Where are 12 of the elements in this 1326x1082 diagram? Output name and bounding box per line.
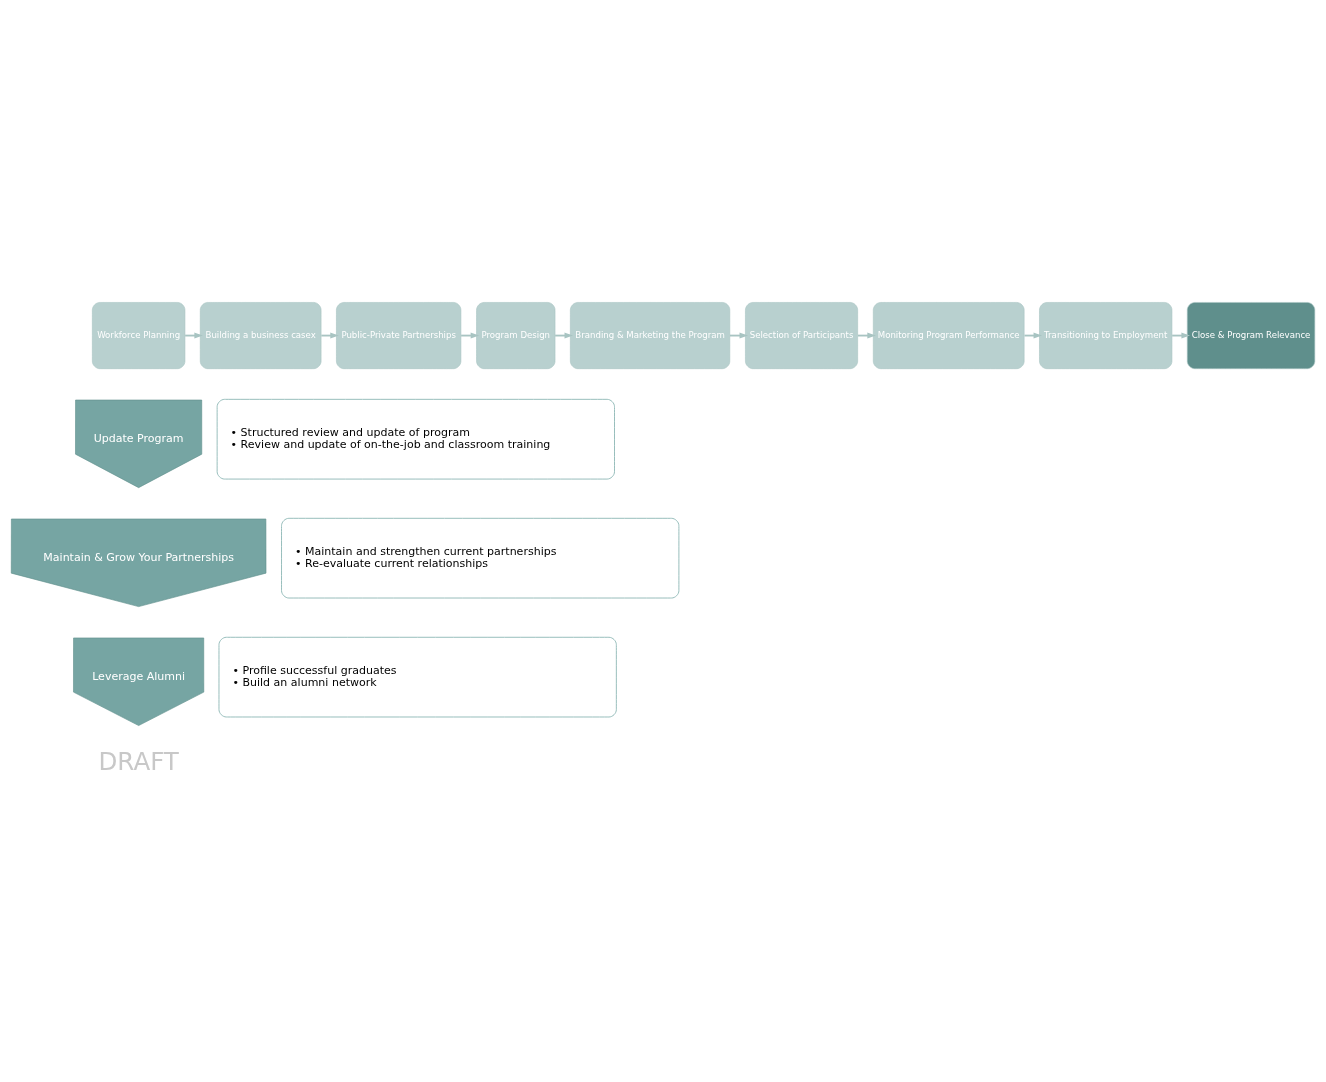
node-box: Transitioning to Employment bbox=[1039, 302, 1173, 369]
node-box: Public-Private Partnerships bbox=[336, 302, 462, 369]
node-box: • Maintain and strengthen current partnerships • Re-evaluate current relationships bbox=[281, 517, 680, 599]
node-box: Building a business casex bbox=[199, 302, 322, 369]
node-box: • Profile successful graduates • Build an alumni network bbox=[218, 636, 617, 718]
node-box: Program Design bbox=[476, 302, 556, 369]
node-box: Selection of Participants bbox=[745, 302, 858, 369]
node-box: Close & Program Relevance bbox=[1186, 302, 1316, 369]
node-box: • Structured review and update of program • Review and update of on-the-job and classroom training bbox=[216, 398, 615, 480]
node-box: Monitoring Program Performance bbox=[873, 302, 1025, 369]
node-box: Workforce Planning bbox=[92, 302, 186, 369]
node-box: Branding & Marketing the Program bbox=[570, 302, 731, 369]
